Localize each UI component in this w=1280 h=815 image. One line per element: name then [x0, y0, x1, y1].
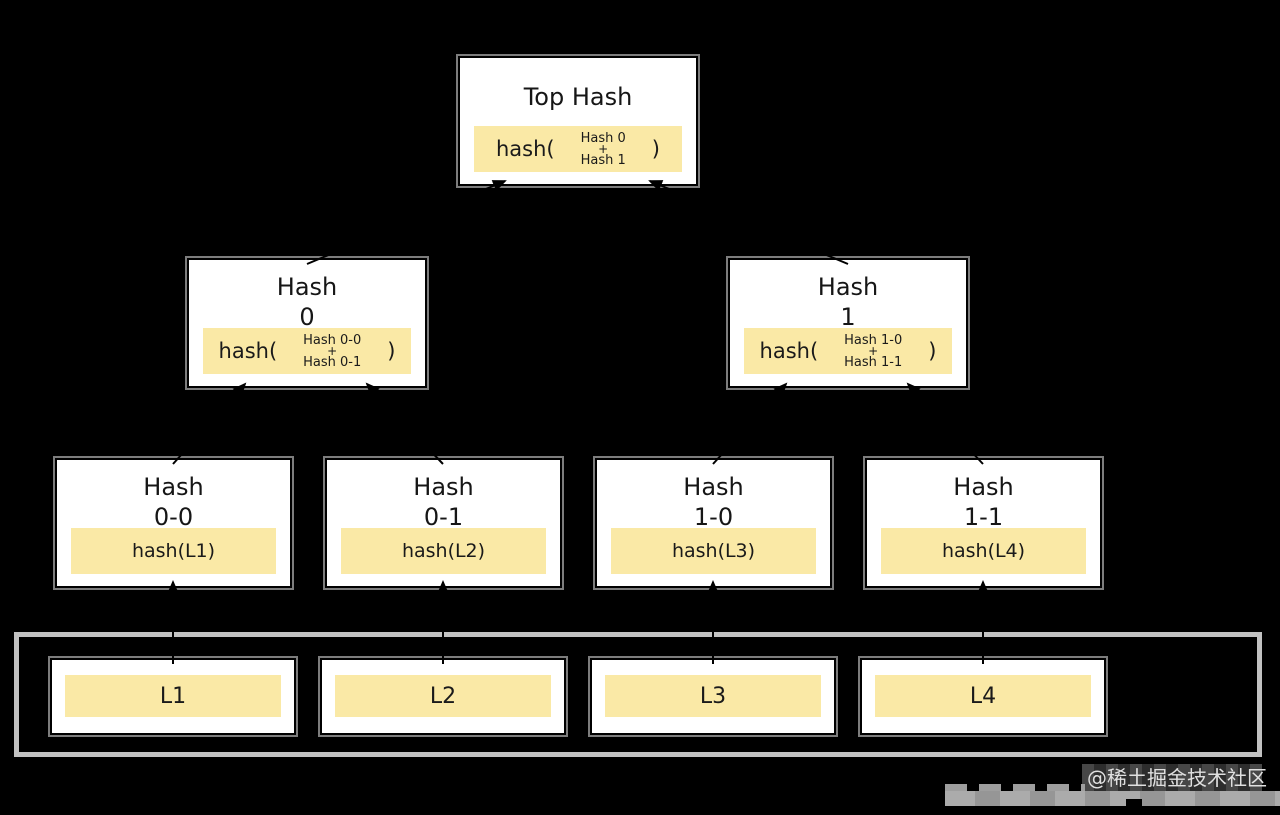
leaf-block-l2: L2 [320, 658, 566, 735]
plus-operator: + [868, 343, 879, 358]
title-line-1: Hash [683, 473, 744, 501]
watermark-text: @稀土掘金技术社区 [1087, 766, 1267, 790]
hash-formula: hash( Hash 0-0 + Hash 0-1 ) [203, 328, 411, 374]
leaf-label: L4 [875, 675, 1091, 717]
title-line-1: Hash [817, 273, 879, 301]
watermark-mosaic-notch [1126, 799, 1142, 808]
title-line-2: 0 [299, 303, 315, 331]
hash-operands: Hash 0-0 + Hash 0-1 [303, 334, 361, 369]
hash-formula: hash( Hash 0 + Hash 1 ) [474, 126, 682, 172]
hash-formula: hash(L3) [611, 528, 816, 574]
leaf-label: L3 [605, 675, 821, 717]
title-line-2: 1-1 [963, 503, 1004, 531]
connector-hash1-tophash [648, 180, 849, 265]
title-line-1: Hash [143, 473, 204, 501]
leaf-block-l1: L1 [50, 658, 296, 735]
watermark-mosaic-bar [945, 791, 1280, 806]
plus-operator: + [598, 141, 609, 156]
title-line-2: 0-0 [153, 503, 194, 531]
connector-hash01-hash0 [365, 382, 444, 465]
operand-top: Hash 0 [580, 130, 626, 146]
operand-top: Hash 1-0 [844, 332, 903, 348]
hash-prefix: hash( [218, 339, 278, 363]
leaf-label: L1 [65, 675, 281, 717]
title-line-2: 0-1 [423, 503, 464, 531]
connector-hash0-tophash [306, 180, 507, 265]
node-title: Top Hash [523, 83, 633, 111]
connector-hash00-hash0 [172, 382, 247, 465]
watermark-checker-background [1082, 764, 1262, 791]
title-line-2: 1-0 [693, 503, 734, 531]
hash-formula: hash( Hash 1-0 + Hash 1-1 ) [744, 328, 952, 374]
hash-prefix: hash( [496, 137, 555, 161]
connector-hash10-hash1 [712, 382, 788, 465]
hash-formula: hash(L1) [71, 528, 276, 574]
hash-formula: hash(L4) [881, 528, 1086, 574]
watermark-mosaic-dashes [945, 784, 1085, 791]
hash-prefix: hash( [759, 339, 819, 363]
title-line-1: Hash [413, 473, 474, 501]
title-line-2: 1 [840, 303, 856, 331]
operand-top: Hash 0-0 [303, 332, 362, 348]
hash-operands: Hash 0 + Hash 1 [581, 132, 626, 167]
hash-suffix: ) [651, 137, 660, 161]
plus-operator: + [327, 343, 338, 358]
hash-operands: Hash 1-0 + Hash 1-1 [844, 334, 902, 369]
hash-suffix: ) [928, 339, 937, 363]
operand-bottom: Hash 1 [580, 152, 626, 168]
connector-hash11-hash1 [906, 382, 984, 465]
data-blocks-container: L1 L2 L3 L4 [14, 632, 1262, 757]
leaf-label: L2 [335, 675, 551, 717]
node-top-hash: Top Hash hash( Hash 0 + Hash 1 ) [458, 56, 698, 186]
title-line-1: Hash [953, 473, 1014, 501]
hash-suffix: ) [387, 339, 396, 363]
operand-bottom: Hash 1-1 [844, 354, 903, 370]
title-line-1: Hash [276, 273, 338, 301]
hash-formula: hash(L2) [341, 528, 546, 574]
operand-bottom: Hash 0-1 [303, 354, 362, 370]
leaf-block-l4: L4 [860, 658, 1106, 735]
leaf-block-l3: L3 [590, 658, 836, 735]
